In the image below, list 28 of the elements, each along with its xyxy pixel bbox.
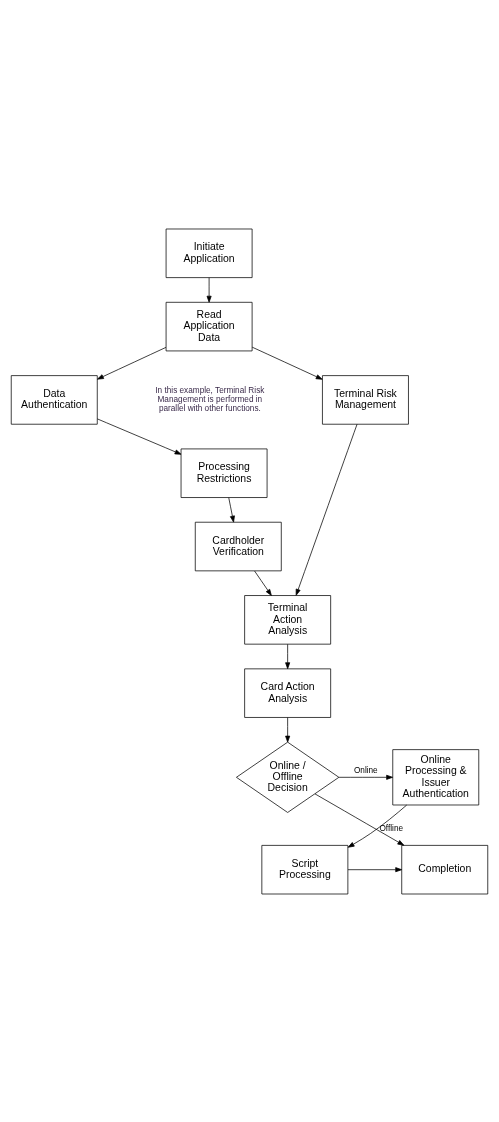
- node-box: Online Processing & Issuer Authentication: [392, 748, 480, 805]
- arrow: [347, 804, 408, 848]
- label: In this example, Terminal Risk Management is performed in parallel with other functions.: [155, 385, 265, 413]
- arrow: [314, 793, 405, 846]
- arrow: [97, 346, 167, 380]
- node-box: Terminal Action Analysis: [244, 594, 332, 645]
- arrow: [347, 866, 403, 872]
- node-box: Processing Restrictions: [180, 448, 268, 498]
- arrow: [285, 716, 291, 742]
- node-box: Cardholder Verification: [194, 521, 282, 571]
- arrow: [228, 496, 235, 522]
- node-box: Read Application Data: [165, 301, 253, 351]
- node-diamond: Online / Offline Decision: [236, 741, 340, 813]
- arrow: [295, 423, 358, 596]
- edge-label: Offline: [379, 823, 404, 833]
- node-box: Card Action Analysis: [244, 667, 332, 718]
- edge-label: Online: [353, 765, 378, 775]
- arrow: [285, 643, 291, 669]
- arrow: [338, 774, 393, 780]
- node-box: Script Processing: [261, 844, 349, 894]
- arrow: [251, 346, 323, 380]
- arrow: [206, 276, 212, 303]
- node-box: Completion: [401, 844, 489, 894]
- arrow: [96, 418, 182, 455]
- arrow: [254, 570, 272, 596]
- node-box: Data Authentication: [10, 374, 98, 425]
- node-box: Initiate Application: [165, 228, 253, 278]
- node-box: Terminal Risk Management: [322, 374, 409, 425]
